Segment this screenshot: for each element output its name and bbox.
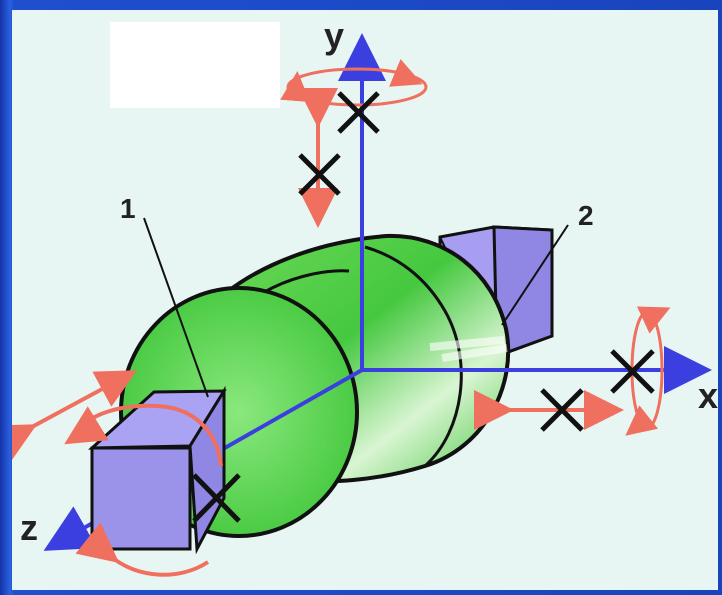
axis-z-label: z	[20, 507, 38, 548]
part-2-leader-line	[501, 224, 569, 326]
part-1-label: 1	[120, 193, 136, 224]
diagram-panel: 1 2 y x z	[12, 10, 718, 590]
axis-y-label: y	[324, 15, 344, 56]
left-translation-symbol	[12, 370, 138, 461]
right-horizontal-translation-symbol	[474, 388, 624, 432]
mechanics-diagram: 1 2 y x z	[12, 15, 718, 577]
part-2-label: 2	[578, 200, 594, 231]
axis-x-label: x	[698, 375, 718, 416]
left-block	[88, 385, 227, 555]
part-1-leader-line	[143, 217, 209, 398]
top-vertical-translation-symbol	[298, 88, 341, 228]
left-rotation-symbol	[64, 403, 241, 577]
blank-label-area	[110, 22, 280, 108]
right-rotation-symbol	[610, 306, 671, 436]
top-rotation-symbol	[280, 58, 428, 134]
